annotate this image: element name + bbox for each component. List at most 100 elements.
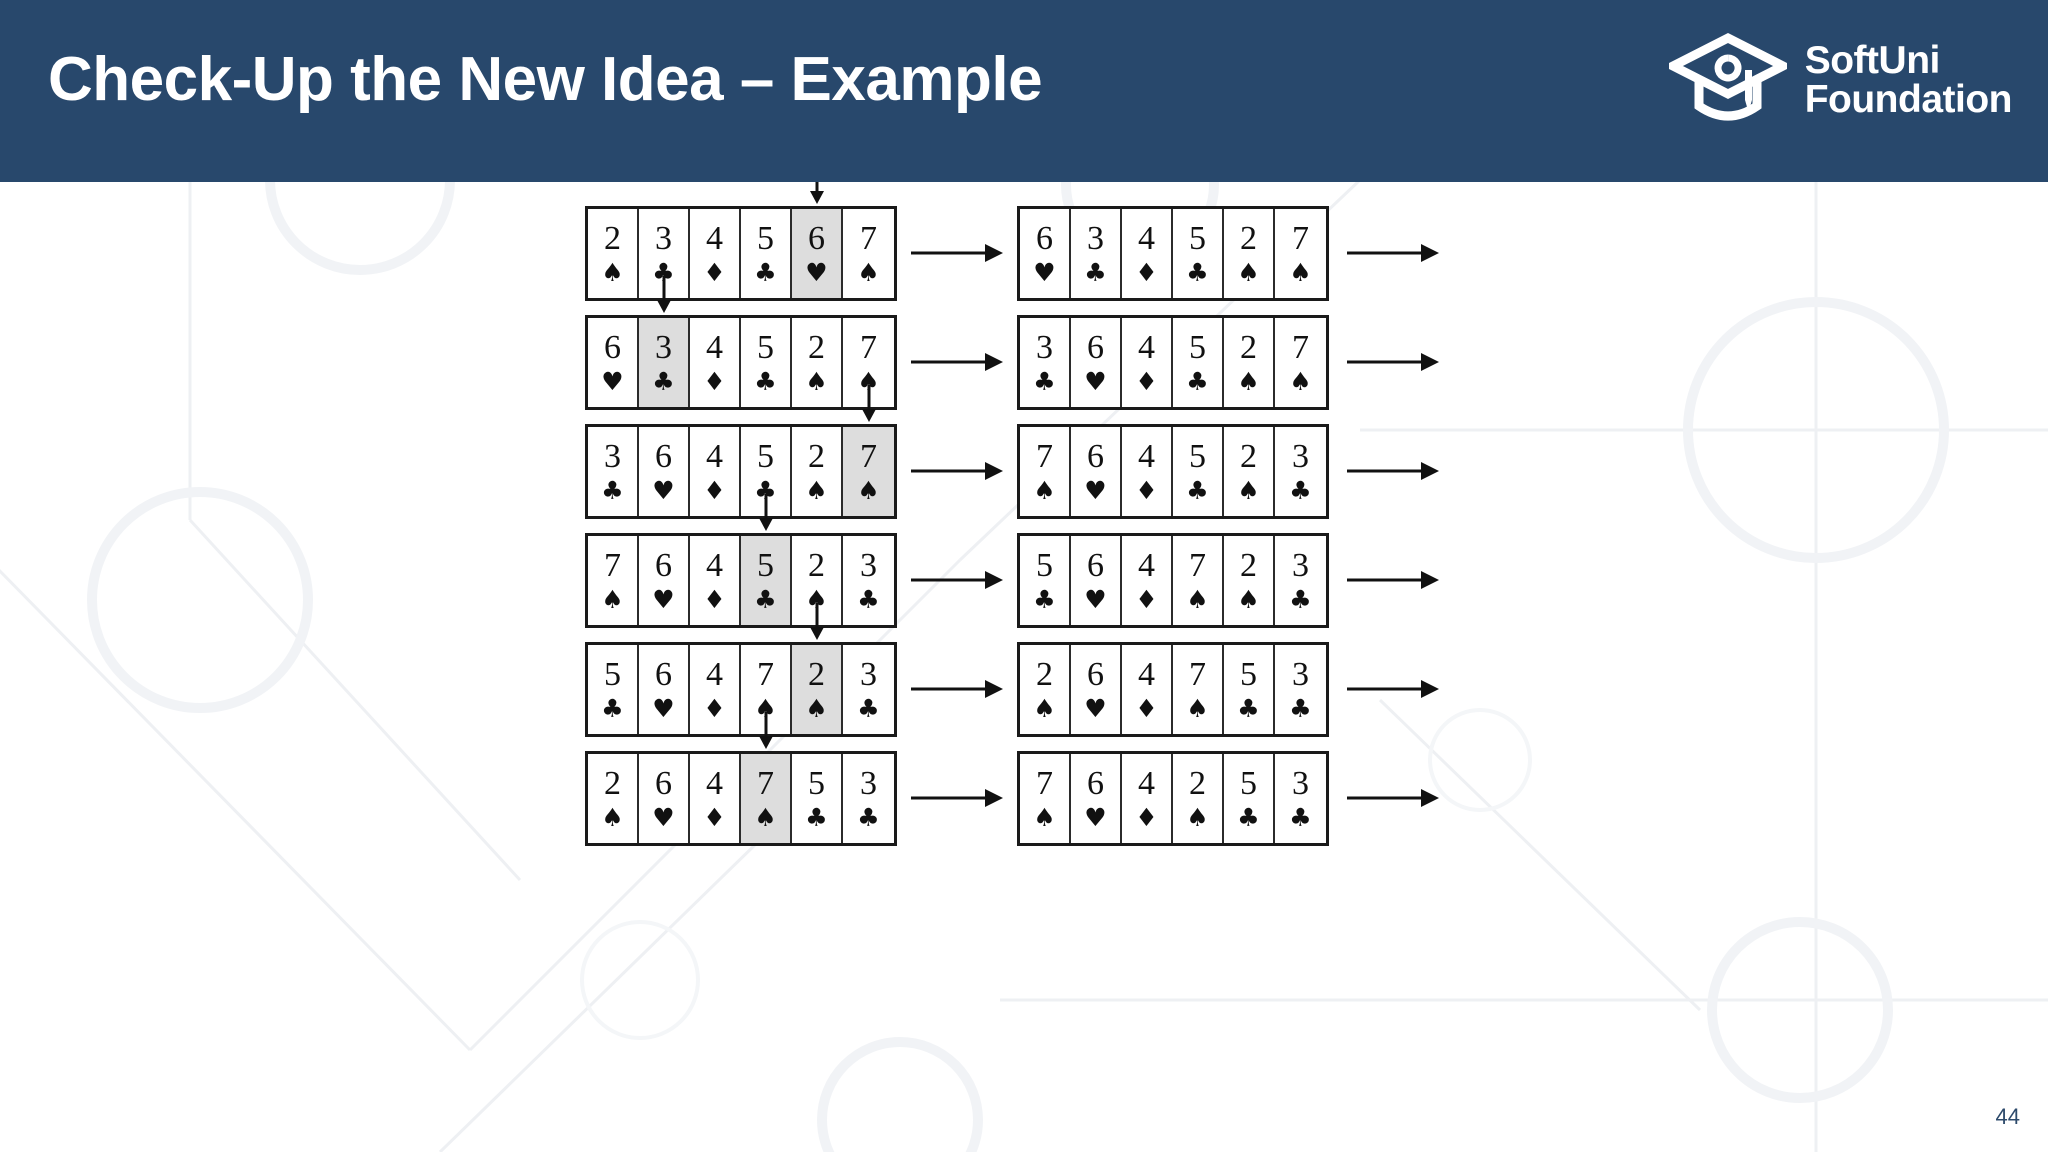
playing-card[interactable]: 7♠ — [588, 535, 639, 625]
right-arrow-icon — [1347, 353, 1439, 371]
playing-card[interactable]: 3♣ — [1275, 535, 1326, 625]
playing-card[interactable]: 5♣ — [1173, 426, 1224, 516]
card-rank: 3 — [604, 437, 621, 475]
playing-card[interactable]: 5♣ — [741, 426, 792, 516]
playing-card[interactable]: 6♥ — [588, 317, 639, 407]
playing-card[interactable]: 6♥ — [639, 426, 690, 516]
playing-card[interactable]: 2♠ — [792, 602, 843, 734]
playing-card[interactable]: 5♣ — [792, 753, 843, 843]
playing-card[interactable]: 4♦ — [1122, 535, 1173, 625]
playing-card[interactable]: 6♥ — [1071, 317, 1122, 407]
playing-card[interactable]: 3♣ — [639, 275, 690, 407]
playing-card[interactable]: 4♦ — [1122, 426, 1173, 516]
playing-card[interactable]: 3♣ — [588, 426, 639, 516]
playing-card[interactable]: 7♠ — [1173, 644, 1224, 734]
playing-card[interactable]: 2♠ — [1224, 208, 1275, 298]
card-group-right: 7♠6♥4♦5♣2♠3♣ — [1017, 423, 1329, 519]
playing-card[interactable]: 7♠ — [843, 384, 894, 516]
card-rank: 3 — [1292, 437, 1309, 475]
playing-card[interactable]: 2♠ — [1224, 317, 1275, 407]
playing-card[interactable]: 7♠ — [741, 644, 792, 734]
playing-card[interactable]: 4♦ — [690, 208, 741, 298]
playing-card[interactable]: 5♣ — [1173, 208, 1224, 298]
playing-card[interactable]: 7♠ — [1173, 535, 1224, 625]
playing-card[interactable]: 4♦ — [690, 644, 741, 734]
playing-card[interactable]: 4♦ — [690, 317, 741, 407]
playing-card[interactable]: 3♣ — [1275, 644, 1326, 734]
playing-card[interactable]: 2♠ — [588, 753, 639, 843]
card-suit: ♣ — [652, 366, 675, 396]
card-group-right: 6♥3♣4♦5♣2♠7♠ — [1017, 205, 1329, 301]
playing-card[interactable]: 2♠ — [792, 426, 843, 516]
playing-card[interactable]: 2♠ — [1224, 535, 1275, 625]
card-rank: 4 — [1138, 437, 1155, 475]
playing-card[interactable]: 3♣ — [843, 753, 894, 843]
playing-card[interactable]: 3♣ — [1275, 426, 1326, 516]
playing-card[interactable]: 4♦ — [690, 426, 741, 516]
playing-card[interactable]: 3♣ — [1071, 208, 1122, 298]
playing-card[interactable]: 2♠ — [792, 317, 843, 407]
playing-card[interactable]: 6♥ — [1071, 644, 1122, 734]
card-rank: 5 — [1240, 655, 1257, 693]
playing-card[interactable]: 3♣ — [639, 208, 690, 298]
playing-card[interactable]: 6♥ — [639, 644, 690, 734]
right-arrow-icon — [911, 680, 1003, 698]
playing-card[interactable]: 2♠ — [588, 208, 639, 298]
card-suit: ♥ — [652, 584, 675, 614]
playing-card[interactable]: 3♣ — [1020, 317, 1071, 407]
playing-card[interactable]: 5♣ — [741, 208, 792, 298]
playing-card[interactable]: 5♣ — [1224, 644, 1275, 734]
playing-card[interactable]: 7♠ — [843, 208, 894, 298]
playing-card[interactable]: 6♥ — [1071, 753, 1122, 843]
playing-card[interactable]: 6♥ — [1071, 426, 1122, 516]
card-rank: 2 — [604, 764, 621, 802]
playing-card[interactable]: 6♥ — [1071, 535, 1122, 625]
playing-card[interactable]: 3♣ — [1275, 753, 1326, 843]
playing-card[interactable]: 6♥ — [639, 753, 690, 843]
playing-card[interactable]: 7♠ — [1275, 317, 1326, 407]
playing-card[interactable]: 2♠ — [1020, 644, 1071, 734]
playing-card[interactable]: 4♦ — [1122, 317, 1173, 407]
playing-card[interactable]: 5♣ — [741, 493, 792, 625]
card-rank: 7 — [1036, 764, 1053, 802]
playing-card[interactable]: 5♣ — [588, 644, 639, 734]
slide-header: Check-Up the New Idea – Example SoftUni … — [0, 0, 2048, 182]
card-suit: ♦ — [703, 366, 726, 396]
playing-card[interactable]: 5♣ — [1173, 317, 1224, 407]
softuni-foundation-logo: SoftUni Foundation — [1668, 30, 2013, 130]
playing-card[interactable]: 7♠ — [1020, 426, 1071, 516]
card-suit: ♥ — [601, 366, 624, 396]
card-rank: 4 — [1138, 219, 1155, 257]
playing-card[interactable]: 4♦ — [690, 535, 741, 625]
playing-card[interactable]: 7♠ — [1020, 753, 1071, 843]
playing-card[interactable]: 5♣ — [741, 317, 792, 407]
card-group-left: 5♣6♥4♦7♠2♠3♣ — [585, 602, 897, 737]
card-suit: ♠ — [1033, 475, 1056, 505]
playing-card[interactable]: 4♦ — [690, 753, 741, 843]
card-suit: ♣ — [1186, 257, 1209, 287]
playing-card[interactable]: 6♥ — [792, 166, 843, 298]
card-rank: 5 — [1189, 219, 1206, 257]
playing-card[interactable]: 4♦ — [1122, 644, 1173, 734]
playing-card[interactable]: 4♦ — [1122, 753, 1173, 843]
card-rank: 3 — [1087, 219, 1104, 257]
playing-card[interactable]: 3♣ — [843, 644, 894, 734]
card-suit: ♠ — [1033, 693, 1056, 723]
playing-card[interactable]: 4♦ — [1122, 208, 1173, 298]
playing-card[interactable]: 2♠ — [1224, 426, 1275, 516]
playing-card[interactable]: 6♥ — [1020, 208, 1071, 298]
playing-card[interactable]: 7♠ — [741, 711, 792, 843]
playing-card[interactable]: 7♠ — [1275, 208, 1326, 298]
card-rank: 5 — [1189, 328, 1206, 366]
playing-card[interactable]: 5♣ — [1020, 535, 1071, 625]
card-suit: ♣ — [754, 366, 777, 396]
playing-card[interactable]: 5♣ — [1224, 753, 1275, 843]
playing-card[interactable]: 7♠ — [843, 317, 894, 407]
card-rank: 5 — [757, 219, 774, 257]
card-suit: ♦ — [1135, 693, 1158, 723]
playing-card[interactable]: 3♣ — [843, 535, 894, 625]
playing-card[interactable]: 2♠ — [1173, 753, 1224, 843]
playing-card[interactable]: 6♥ — [639, 535, 690, 625]
playing-card[interactable]: 2♠ — [792, 535, 843, 625]
right-arrow-icon — [911, 789, 1003, 807]
